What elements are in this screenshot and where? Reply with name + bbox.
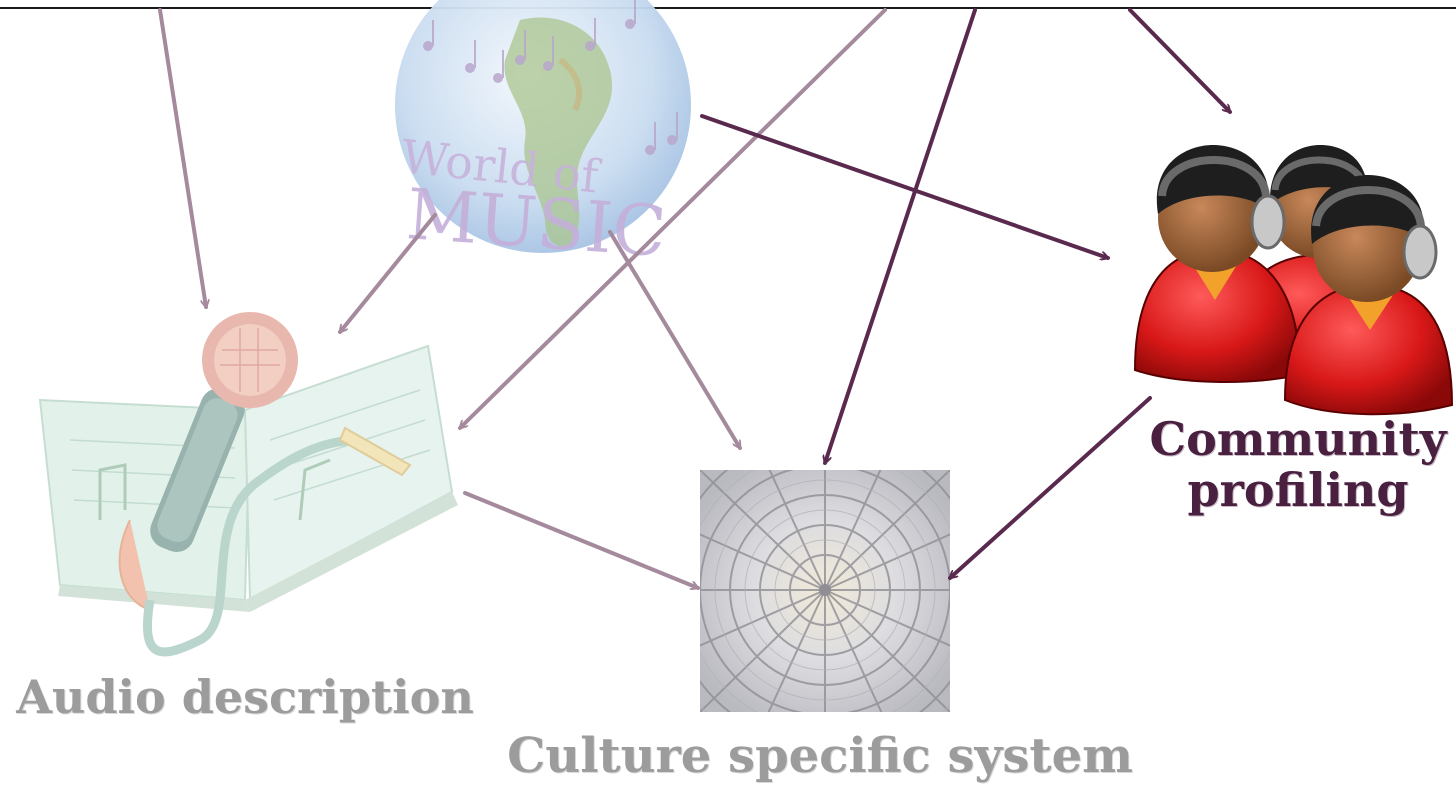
arrow-community-to-culture (950, 396, 1152, 580)
arrow-globe-to-audio (338, 213, 437, 332)
arrow-top-to-community (1128, 8, 1232, 114)
headphone-listeners-group-icon (1133, 145, 1454, 416)
arrow-audio-to-culture (463, 491, 698, 588)
arrow-top-to-audio-book (458, 8, 887, 430)
arrow-globe-to-community (700, 114, 1108, 258)
label-audio-description: Audio description (16, 670, 474, 724)
arrow-top-to-culture (825, 8, 977, 463)
arrow-top-to-audio (158, 8, 206, 307)
glass-dome-ceiling-icon (700, 470, 950, 712)
top-rule (0, 7, 1456, 9)
microphone-songbook-icon (38, 312, 458, 657)
arrows (158, 8, 1232, 588)
label-community-profiling: Community profiling (1149, 412, 1447, 517)
world-of-music-globe-icon: World of MUSIC (395, 0, 691, 273)
arrow-globe-to-culture (608, 230, 742, 448)
svg-text:MUSIC: MUSIC (404, 173, 669, 273)
label-culture-specific-system: Culture specific system (507, 728, 1133, 784)
